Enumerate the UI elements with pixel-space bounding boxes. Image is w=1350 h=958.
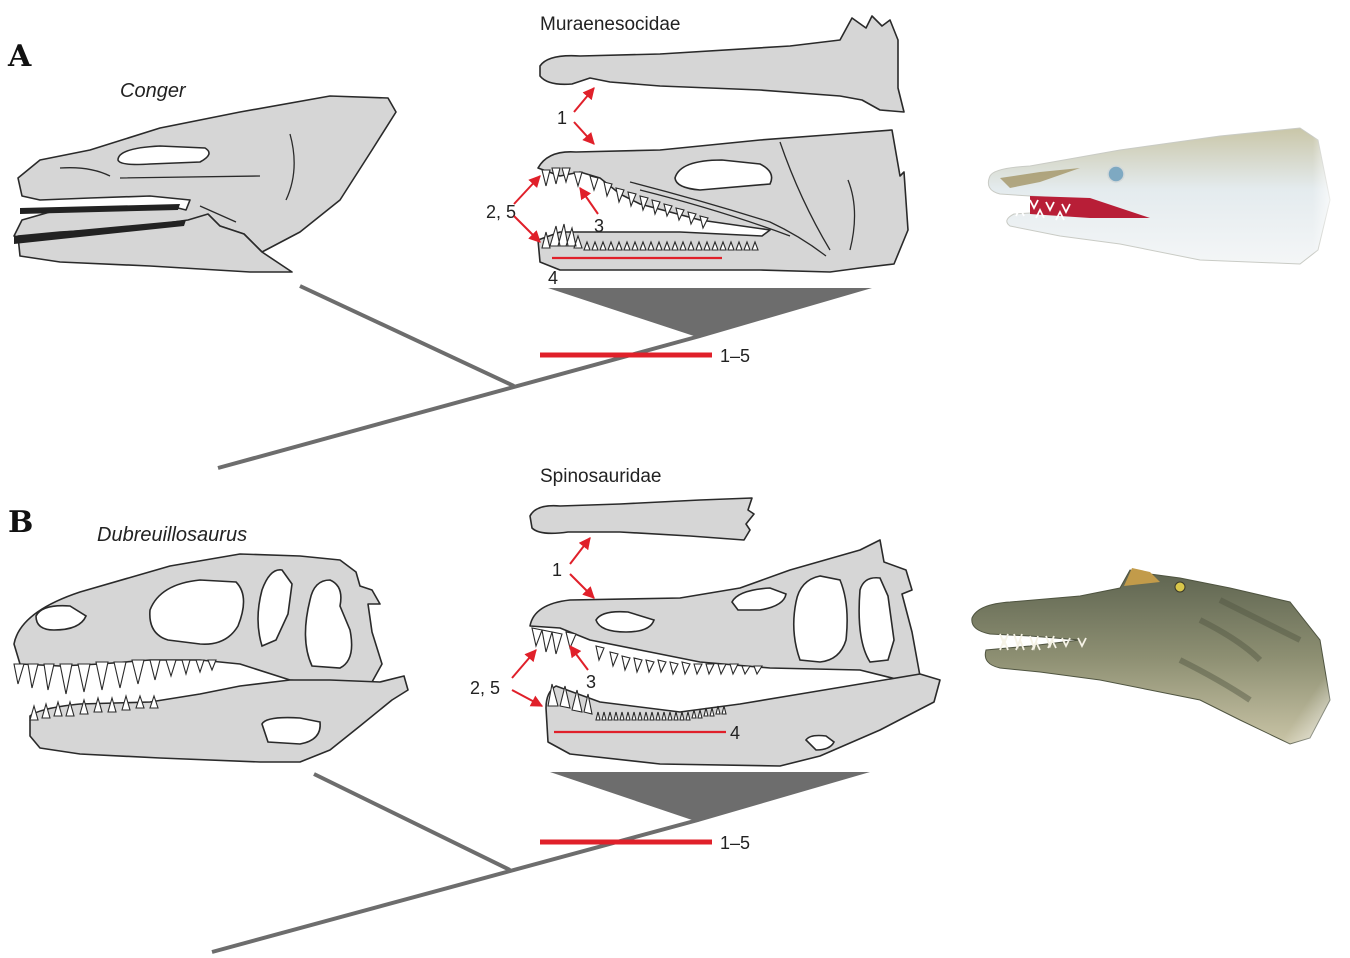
synapomorphy-label-a: 1–5	[720, 346, 750, 366]
char-3-label-b: 3	[586, 672, 596, 692]
char-2-5-arrow-up-a	[514, 176, 540, 204]
char-2-5-arrow-down-b	[512, 690, 542, 706]
char-4-label-a: 4	[548, 268, 558, 288]
cladogram-b: 1–5	[212, 772, 870, 952]
clade-wedge-b	[550, 772, 870, 822]
ingroup-taxon-label-a: Muraenesocidae	[540, 14, 680, 35]
muraenesocid-skull	[538, 130, 908, 272]
outgroup-taxon-label-a: Conger	[120, 80, 187, 102]
panel-letter-b: B	[8, 505, 33, 540]
char-1-arrow-up-b	[570, 538, 590, 564]
spinosaurus-head-icon	[972, 568, 1340, 760]
synapomorphy-label-b: 1–5	[720, 833, 750, 853]
clade-wedge-a	[548, 288, 872, 338]
char-2-5-arrow-up-b	[512, 650, 536, 678]
char-3-arrow-b	[570, 646, 588, 670]
conger-skull	[14, 96, 396, 272]
pike-conger-head-icon	[988, 120, 1340, 280]
panel-letter-a: A	[7, 39, 32, 74]
panel-b: B Dubreuillosaurus Spinosauridae	[8, 466, 1340, 952]
spinosaurid-premaxilla	[530, 498, 754, 540]
char-1-label-b: 1	[552, 560, 562, 580]
char-1-arrow-down-a	[574, 122, 594, 144]
char-1-label-a: 1	[557, 108, 567, 128]
char-1-arrow-down-b	[570, 574, 594, 598]
outgroup-branch-a	[300, 286, 514, 386]
char-2-5-label-a: 2, 5	[486, 202, 516, 222]
char-2-5-label-b: 2, 5	[470, 678, 500, 698]
char-3-label-a: 3	[594, 216, 604, 236]
char-2-5-arrow-down-a	[514, 216, 540, 242]
char-3-arrow-a	[580, 188, 598, 214]
char-1-arrow-up-a	[574, 88, 594, 112]
dubreuillosaurus-skull	[14, 554, 408, 762]
ingroup-taxon-label-b: Spinosauridae	[540, 466, 661, 487]
outgroup-taxon-label-b: Dubreuillosaurus	[97, 524, 247, 546]
cladogram-a: 1–5	[218, 286, 872, 468]
outgroup-branch-b	[314, 774, 510, 870]
char-4-label-b: 4	[730, 723, 740, 743]
dubreuillosaurus-upper-teeth	[14, 660, 216, 694]
panel-a: A Conger Muraenesocidae	[7, 14, 1340, 468]
